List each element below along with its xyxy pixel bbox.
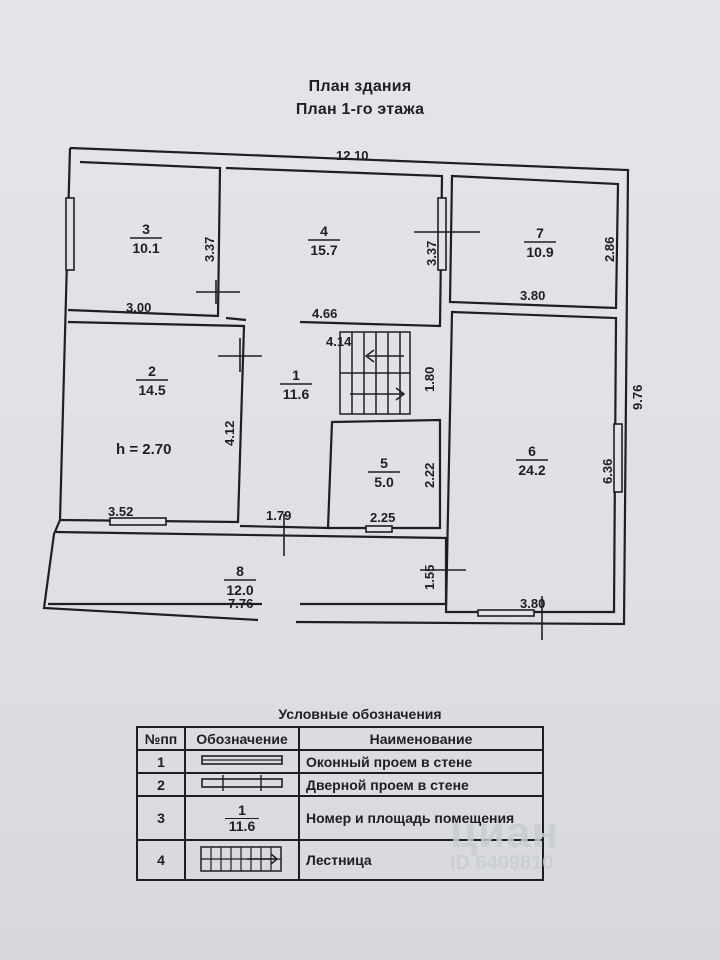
window-room6 (613, 423, 623, 493)
room-7-walls (448, 174, 620, 310)
dim-total-width: 12.10 (336, 148, 369, 163)
window-room4 (437, 197, 447, 271)
watermark-id: ID 6409810 (450, 852, 554, 874)
dim-room6-w: 3.80 (520, 596, 545, 611)
room-label-6: 624.2 (516, 443, 548, 478)
room-area: 15.7 (310, 242, 337, 258)
room-number: 7 (536, 225, 544, 241)
dim-room8-h: 1.55 (422, 565, 437, 590)
dim-room3-h: 3.37 (202, 237, 217, 262)
stair-symbol-icon (184, 839, 300, 881)
outer-wall (42, 146, 630, 626)
room-label-3: 310.1 (130, 221, 162, 256)
legend-row-name: Лестница (298, 839, 544, 881)
dim-room8-w: 7.76 (228, 596, 253, 611)
legend-title: Условные обозначения (278, 706, 442, 722)
room-number: 2 (148, 363, 156, 379)
room-5-walls (326, 418, 442, 530)
room-8-walls (48, 530, 448, 606)
dim-room5-h: 2.22 (422, 463, 437, 488)
room-area: 10.9 (526, 244, 553, 260)
dim-room7-h: 2.86 (602, 237, 617, 262)
legend-header-symbol: Обозначение (184, 726, 300, 751)
legend-row-num: 1 (136, 749, 186, 774)
legend-symbol-area: 11.6 (228, 817, 256, 834)
room-area: 12.0 (226, 582, 253, 598)
staircase (339, 331, 411, 415)
dim-room4-h: 3.37 (424, 241, 439, 266)
legend-row-num: 3 (136, 795, 186, 841)
dim-room3-w: 3.00 (126, 300, 151, 315)
room-label-5: 55.0 (368, 455, 400, 490)
legend-row-name: Номер и площадь помещения (298, 795, 544, 841)
legend-header-num: №пп (136, 726, 186, 751)
dim-room6-h: 6.36 (600, 459, 615, 484)
room-3-walls (67, 160, 222, 318)
plan-title: План здания (308, 78, 412, 95)
room-number: 5 (380, 455, 388, 471)
ceiling-height: h = 2.70 (116, 441, 171, 458)
dim-stair-w: 4.14 (326, 334, 352, 349)
room-area: 14.5 (138, 382, 165, 398)
room-number: 6 (528, 443, 536, 459)
plan-subtitle: План 1-го этажа (295, 101, 425, 118)
legend-table: №пп Обозначение Наименование 1 Оконный п… (136, 726, 544, 881)
watermark-logo: циан (450, 808, 560, 857)
window-room6-bottom (477, 609, 535, 617)
legend-header-name: Наименование (298, 726, 544, 751)
room-label-7: 710.9 (524, 225, 556, 260)
dim-room7-w: 3.80 (520, 288, 545, 303)
room-number-symbol-icon: 1 11.6 (184, 795, 300, 841)
dim-room5-w: 2.25 (370, 510, 395, 525)
room-6-walls (444, 310, 618, 614)
room-2-walls (59, 320, 246, 524)
legend-row-name: Дверной проем в стене (298, 772, 544, 797)
dim-stair-h: 1.80 (422, 367, 437, 392)
legend-symbol-num: 1 (238, 801, 246, 818)
room-number: 1 (292, 367, 300, 383)
legend-row-num: 4 (136, 839, 186, 881)
dim-room2-h: 4.12 (222, 421, 237, 446)
dim-room2-w: 3.52 (108, 504, 133, 519)
floor-plan: 12.10 3.00 4.66 3.80 4.14 3.52 1.79 2.25… (42, 146, 645, 640)
room-number: 3 (142, 221, 150, 237)
watermark: циан ID 6409810 (450, 808, 650, 875)
dim-hall-w: 1.79 (266, 508, 291, 523)
hall-wall (239, 524, 331, 530)
room-label-8: 812.0 (224, 563, 256, 598)
window-room3 (65, 197, 75, 271)
window-room5 (365, 525, 393, 533)
room-area: 10.1 (132, 240, 159, 256)
windows (65, 197, 623, 617)
room-label-2: 214.5 (136, 363, 168, 398)
dim-total-depth: 9.76 (630, 385, 645, 410)
room-number: 8 (236, 563, 244, 579)
room-area: 24.2 (518, 462, 545, 478)
legend-row-num: 2 (136, 772, 186, 797)
room-area: 5.0 (374, 474, 394, 490)
room-area: 11.6 (283, 386, 310, 402)
room-number: 4 (320, 223, 328, 239)
dim-room4-w: 4.66 (312, 306, 337, 321)
window-symbol-icon (184, 749, 300, 774)
legend-row-name: Оконный проем в стене (298, 749, 544, 774)
door-symbol-icon (184, 772, 300, 797)
room-label-4: 415.7 (308, 223, 340, 258)
room-label-1: 111.6 (280, 367, 312, 402)
doors (196, 231, 543, 640)
window-room2 (109, 517, 167, 526)
